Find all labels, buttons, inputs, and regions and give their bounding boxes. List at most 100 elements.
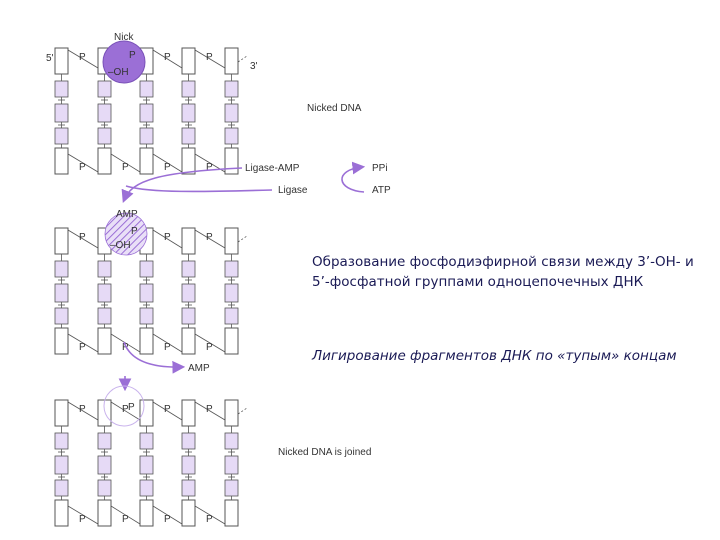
base-pair-middle	[97, 283, 112, 303]
activated-phosphate-label: P	[131, 226, 138, 237]
base-pair-upper	[181, 80, 196, 98]
base-pair-lower	[224, 307, 239, 325]
bottom-backbone-link	[152, 505, 183, 525]
ligase-return-arrow	[125, 185, 273, 193]
base-pair-middle	[224, 103, 239, 123]
top-sugar-block	[224, 227, 239, 255]
amp-enzyme-label: AMP	[116, 209, 138, 220]
base-pair-upper	[54, 260, 69, 278]
top-phosphate: P	[164, 404, 171, 415]
bottom-backbone-link	[110, 333, 141, 353]
top-backbone-link	[67, 49, 99, 69]
base-pair-lower	[224, 479, 239, 497]
base-pair-upper	[139, 432, 154, 450]
base-pair-middle	[54, 455, 69, 475]
top-backbone-link	[152, 49, 183, 69]
bottom-backbone-link	[152, 153, 183, 173]
base-pair-middle	[181, 455, 196, 475]
base-pair-upper	[139, 80, 154, 98]
base-pair-lower	[139, 479, 154, 497]
bottom-phosphate: P	[79, 162, 86, 173]
strand-continuation	[237, 407, 248, 415]
amp-released-label: AMP	[188, 363, 210, 374]
nicked-dna-label: Nicked DNA	[307, 103, 362, 114]
bottom-phosphate: P	[79, 514, 86, 525]
bottom-phosphate: P	[79, 342, 86, 353]
base-pair-upper	[54, 80, 69, 98]
top-phosphate: P	[79, 52, 86, 63]
top-phosphate: P	[206, 404, 213, 415]
nick-label: Nick	[114, 32, 134, 43]
top-phosphate: P	[79, 404, 86, 415]
description-phosphodiester-bond: Образование фосфодиэфирной связи между 3…	[312, 254, 694, 290]
bottom-sugar-block	[97, 327, 112, 355]
base-pair-lower	[181, 127, 196, 145]
bottom-sugar-block	[139, 327, 154, 355]
bottom-phosphate: P	[164, 514, 171, 525]
base-pair-upper	[224, 432, 239, 450]
base-pair-lower	[224, 127, 239, 145]
top-sugar-block	[181, 399, 196, 427]
base-pair-lower	[181, 479, 196, 497]
base-pair-upper	[97, 432, 112, 450]
atp-label: ATP	[372, 185, 391, 196]
bottom-sugar-block	[54, 499, 69, 527]
top-backbone-link	[194, 229, 226, 249]
description-blunt-end-ligation: Лигирование фрагментов ДНК по «тупым» ко…	[312, 348, 677, 364]
bottom-backbone-link	[67, 505, 99, 525]
bottom-backbone-link	[110, 153, 141, 173]
top-sugar-block	[54, 399, 69, 427]
top-backbone-link	[110, 401, 141, 421]
sealed-bond-label: P	[128, 402, 135, 413]
base-pair-middle	[139, 455, 154, 475]
strand-continuation	[237, 55, 248, 63]
top-phosphate: P	[79, 232, 86, 243]
top-sugar-block	[54, 227, 69, 255]
ligase-amp-arrow	[121, 167, 243, 203]
bottom-phosphate: P	[122, 342, 129, 353]
base-pair-middle	[54, 103, 69, 123]
bottom-sugar-block	[224, 499, 239, 527]
base-pair-lower	[97, 127, 112, 145]
top-phosphate: P	[122, 404, 129, 415]
base-pair-lower	[139, 127, 154, 145]
ppi-label: PPi	[372, 163, 388, 174]
atp-ppi-exchange-arrow	[341, 161, 366, 193]
bottom-sugar-block	[139, 147, 154, 175]
base-pair-lower	[54, 479, 69, 497]
top-backbone-link	[194, 49, 226, 69]
bottom-sugar-block	[54, 327, 69, 355]
base-pair-upper	[181, 260, 196, 278]
ligase-amp-label: Ligase-AMP	[245, 163, 300, 174]
base-pair-upper	[54, 432, 69, 450]
top-phosphate: P	[164, 52, 171, 63]
nick-hydroxyl-label: –OH	[108, 67, 129, 78]
base-pair-middle	[224, 283, 239, 303]
top-phosphate: P	[164, 232, 171, 243]
top-backbone-link	[152, 229, 183, 249]
bottom-phosphate: P	[164, 342, 171, 353]
amp-release-arrow	[123, 341, 186, 374]
bottom-sugar-block	[97, 499, 112, 527]
base-pair-lower	[181, 307, 196, 325]
bottom-phosphate: P	[164, 162, 171, 173]
sealed-bond-outline	[103, 385, 145, 427]
base-pair-middle	[224, 455, 239, 475]
bottom-sugar-block	[54, 147, 69, 175]
five-prime-label: 5'	[46, 53, 54, 64]
top-backbone-link	[67, 229, 99, 249]
base-pair-middle	[139, 283, 154, 303]
base-pair-upper	[181, 432, 196, 450]
amp-enzyme-complex	[104, 212, 148, 256]
base-pair-middle	[54, 283, 69, 303]
hydroxyl-label: –OH	[110, 240, 131, 251]
base-pair-lower	[97, 479, 112, 497]
bottom-sugar-block	[224, 327, 239, 355]
top-sugar-block	[139, 399, 154, 427]
top-backbone-link	[67, 401, 99, 421]
base-pair-lower	[54, 307, 69, 325]
bottom-backbone-link	[67, 333, 99, 353]
